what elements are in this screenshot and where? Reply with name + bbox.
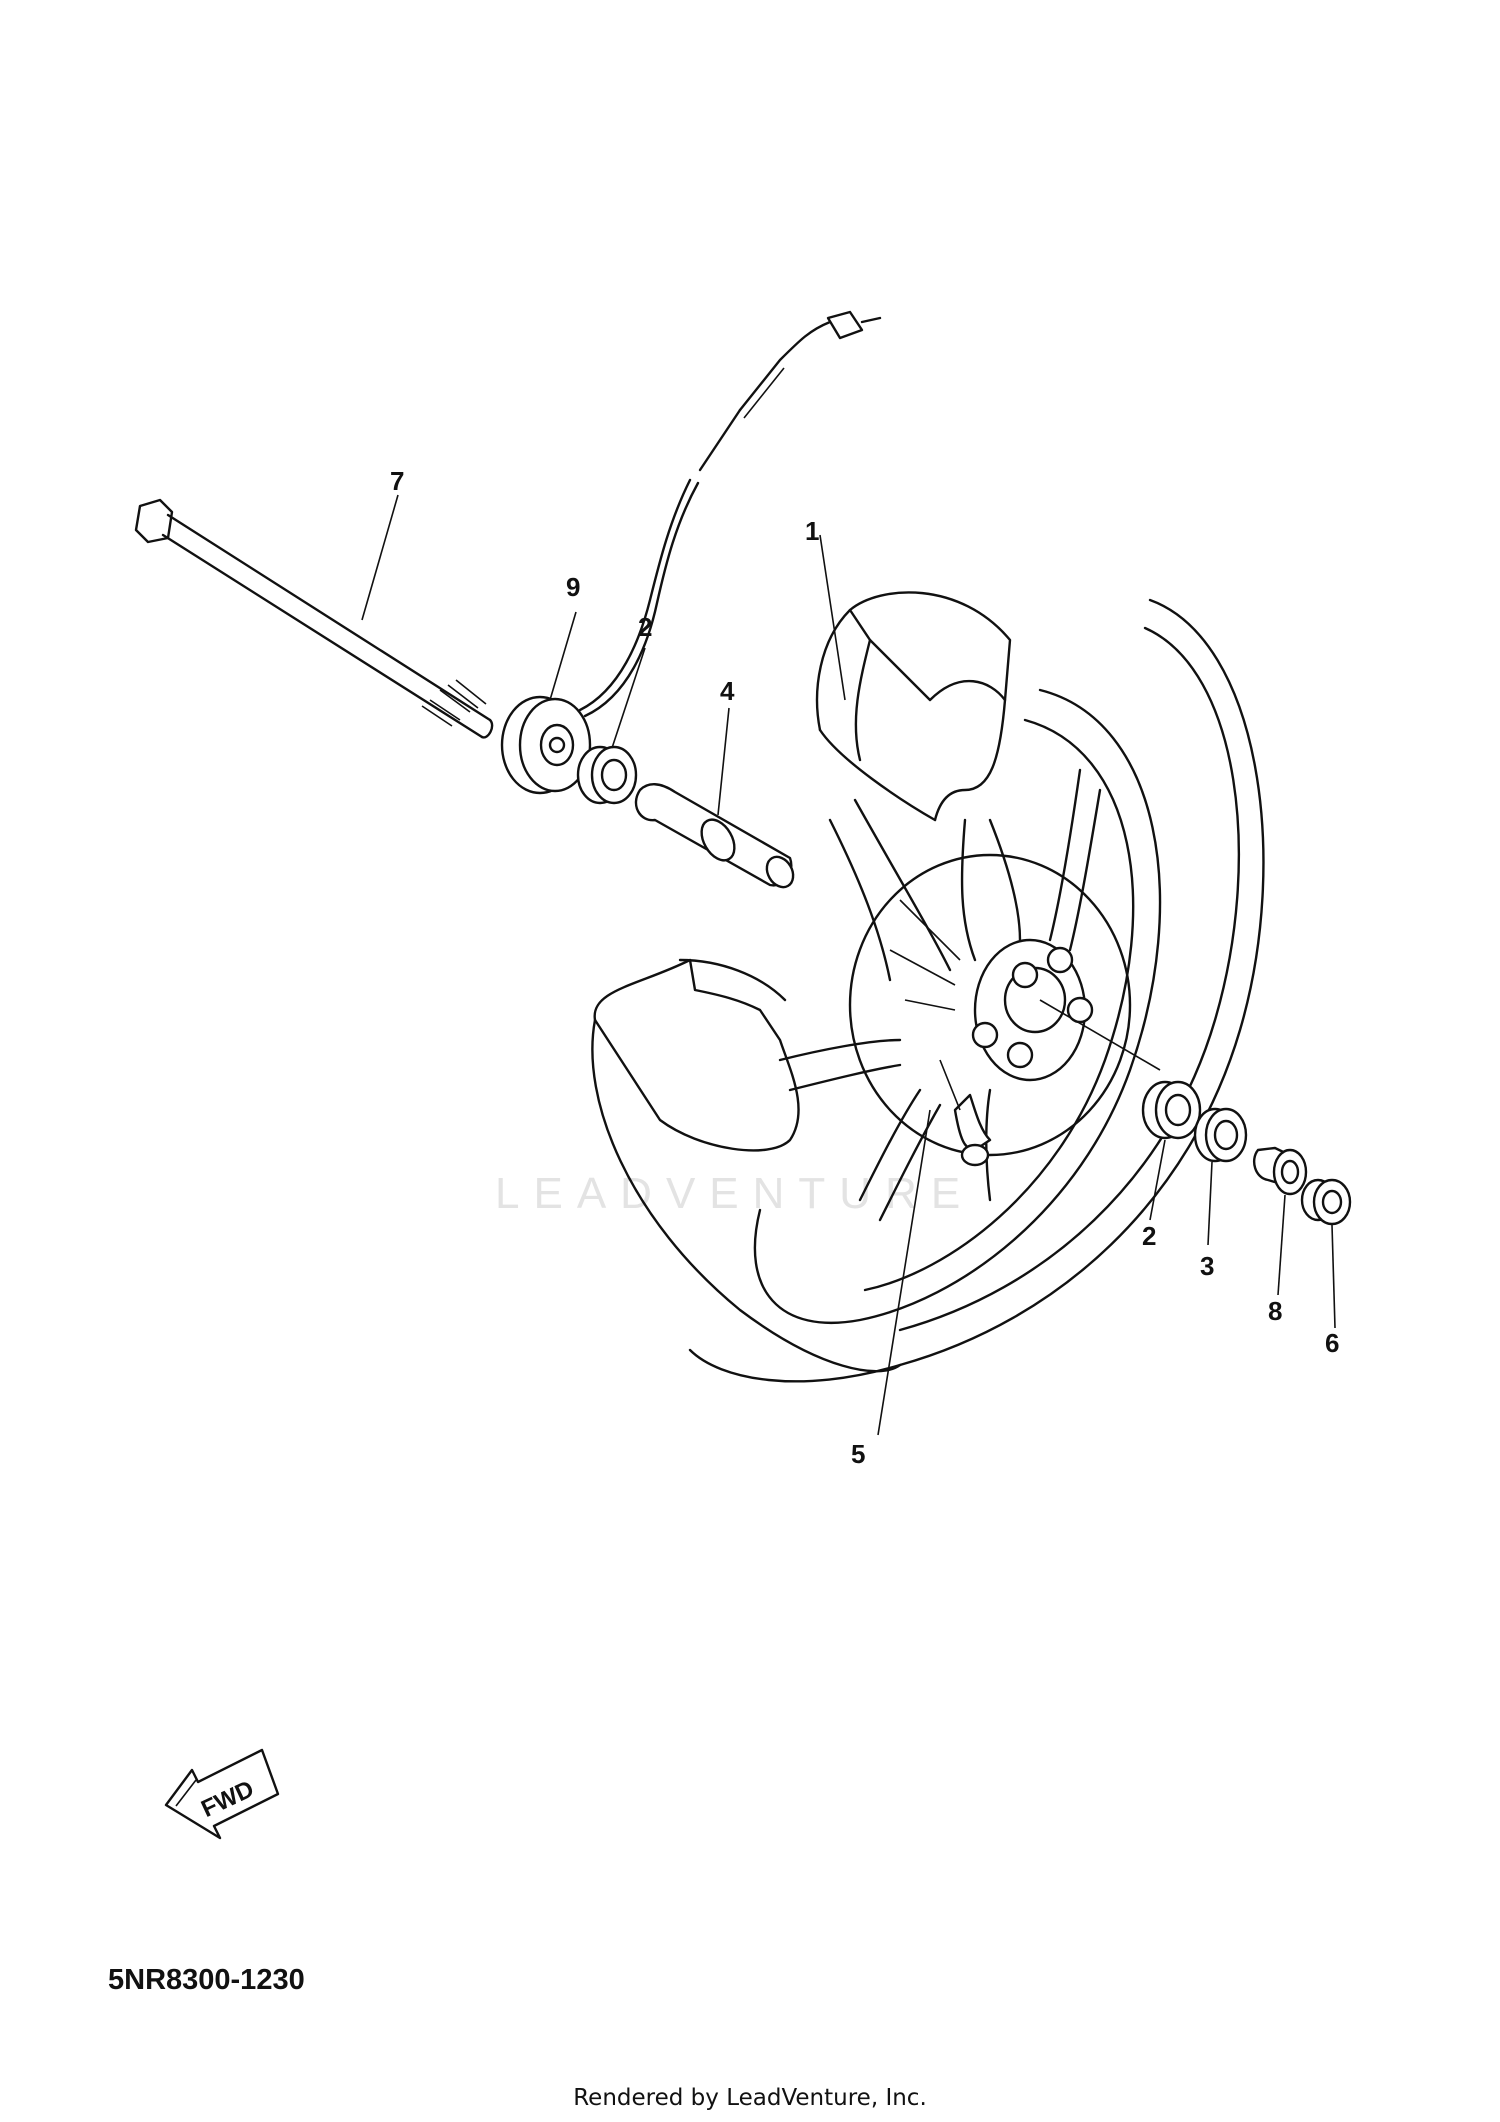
spacer-drawing xyxy=(1253,1146,1308,1196)
wheel-drawing xyxy=(591,591,1265,1383)
valve-drawing xyxy=(939,1059,992,1167)
callout-valve: 5 xyxy=(851,1439,865,1469)
callouts: 1 7 9 2 4 2 3 8 6 5 xyxy=(390,466,1339,1469)
oil-seal-drawing xyxy=(1193,1107,1248,1163)
gear-unit-drawing xyxy=(500,310,882,795)
fwd-arrow: FWD xyxy=(164,1748,280,1840)
axle-drawing xyxy=(134,498,494,739)
callout-bearing-right: 2 xyxy=(1142,1221,1156,1251)
callout-axle: 7 xyxy=(390,466,404,496)
watermark: LEADVENTURE xyxy=(495,1169,974,1218)
callout-gear-unit: 9 xyxy=(566,572,580,602)
leader-lines xyxy=(361,494,1336,1436)
callout-wheel: 1 xyxy=(805,516,819,546)
bearing-right-drawing xyxy=(1141,1080,1202,1140)
callout-oil-seal: 3 xyxy=(1200,1251,1214,1281)
dust-seal-drawing xyxy=(1300,1178,1352,1226)
callout-spacer: 8 xyxy=(1268,1296,1282,1326)
callout-bearing-left: 2 xyxy=(638,612,652,642)
watermark-text: LEADVENTURE xyxy=(495,1169,974,1218)
collar-drawing xyxy=(634,783,795,889)
callout-dust-seal: 6 xyxy=(1325,1328,1339,1358)
footer-credit: Rendered by LeadVenture, Inc. xyxy=(573,2085,927,2111)
callout-collar: 4 xyxy=(720,676,735,706)
diagram-code: 5NR8300-1230 xyxy=(108,1964,305,1996)
bearing-left-drawing xyxy=(576,745,638,805)
